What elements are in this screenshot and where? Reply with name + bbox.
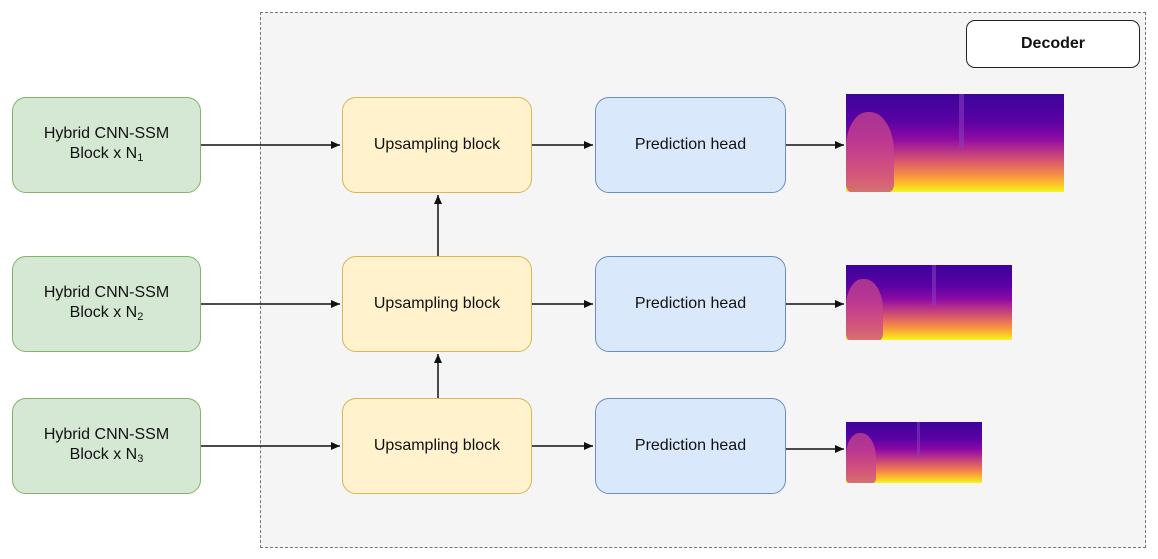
depth-map-output-3 — [846, 422, 982, 483]
upsampling-block-3: Upsampling block — [342, 398, 532, 494]
prediction-head-2: Prediction head — [595, 256, 786, 352]
encoder-block-1: Hybrid CNN-SSM Block x N1 — [12, 97, 201, 193]
encoder-block-2: Hybrid CNN-SSM Block x N2 — [12, 256, 201, 352]
decoder-label: Decoder — [966, 20, 1140, 68]
depth-map-output-2 — [846, 265, 1012, 340]
depth-map-output-1 — [846, 94, 1064, 192]
upsampling-block-1: Upsampling block — [342, 97, 532, 193]
prediction-head-1: Prediction head — [595, 97, 786, 193]
prediction-head-3: Prediction head — [595, 398, 786, 494]
upsampling-block-2: Upsampling block — [342, 256, 532, 352]
encoder-block-3: Hybrid CNN-SSM Block x N3 — [12, 398, 201, 494]
